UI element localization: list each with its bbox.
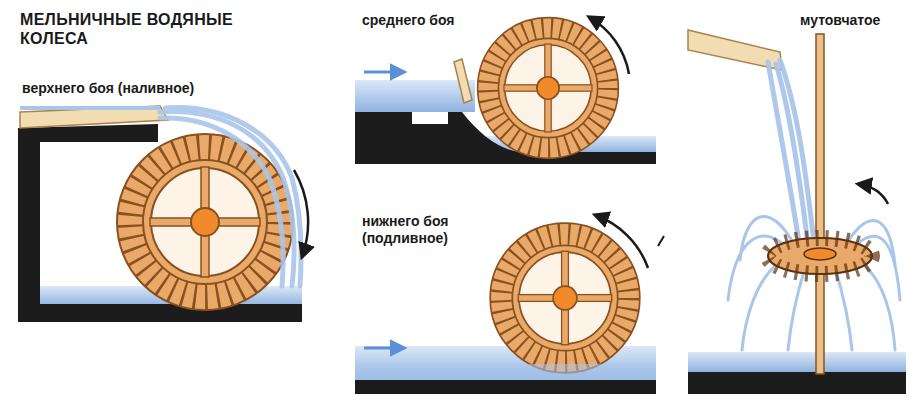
wheel-type-label: верхнего боя (наливное) xyxy=(22,80,312,97)
tick-mark xyxy=(658,236,664,246)
water-wheel xyxy=(490,223,640,373)
headwater xyxy=(355,80,475,112)
flume-water xyxy=(20,106,160,110)
tailwater xyxy=(688,352,906,372)
water-splash xyxy=(728,216,900,350)
rotation-arrow xyxy=(589,17,629,74)
turbine-blades xyxy=(768,238,872,274)
rotation-arrow xyxy=(294,170,308,257)
turbine-hub xyxy=(804,248,836,260)
shaft xyxy=(816,34,824,374)
ground xyxy=(688,372,906,394)
water-stream xyxy=(160,108,301,286)
horizontal-wheel-scene xyxy=(688,30,906,394)
stream-front xyxy=(355,364,656,380)
turbine-rotor xyxy=(768,238,872,274)
diagram-title: МЕЛЬНИЧНЫЕ ВОДЯНЫЕ КОЛЕСА xyxy=(20,10,250,48)
wheel-type-label: среднего боя xyxy=(362,12,512,29)
sluice-gate xyxy=(454,59,472,103)
overshot-wheel-scene xyxy=(18,106,308,322)
flow-arrow xyxy=(364,71,404,74)
breast-wheel-scene xyxy=(355,17,656,164)
wheel-type-label: нижнего боя (подливное) xyxy=(362,213,480,247)
flume xyxy=(20,106,168,128)
wheel-type-label: мутовчатое xyxy=(800,12,910,29)
ground xyxy=(355,380,656,394)
flow-arrow xyxy=(364,347,404,350)
ground xyxy=(18,124,302,322)
water-wheel xyxy=(117,134,293,310)
water-wheel xyxy=(478,18,619,159)
rotation-arrow xyxy=(595,215,648,268)
rotation-arrow xyxy=(858,184,888,204)
